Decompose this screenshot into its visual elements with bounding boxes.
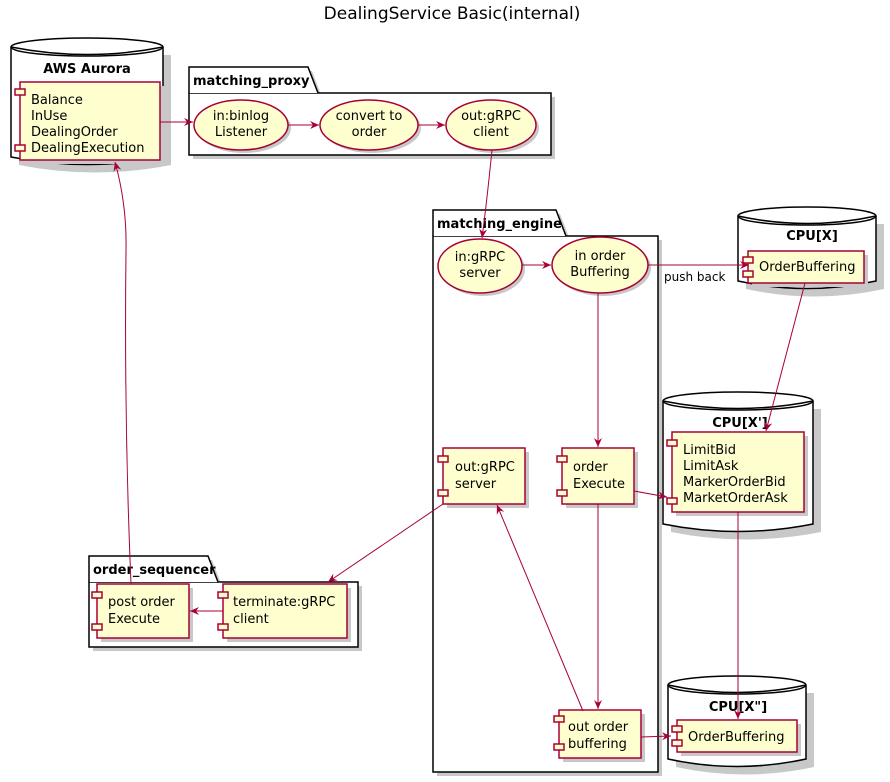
edge-out-order-buffering-to-cpu-x-double-prime: [640, 732, 672, 741]
package-matching-proxy: matching_proxy in:binlog Listener conver…: [188, 66, 555, 159]
svg-text:MarketOrderAsk: MarketOrderAsk: [683, 491, 788, 506]
svg-text:buffering: buffering: [568, 737, 627, 752]
diagram-title: DealingService Basic(internal): [324, 4, 581, 24]
svg-text:order: order: [352, 125, 387, 140]
db-aws-aurora-title: AWS Aurora: [43, 62, 131, 77]
edge-label-push-back: push back: [664, 270, 725, 284]
svg-text:in:gRPC: in:gRPC: [455, 250, 505, 265]
component-cpu-x-prime-books: LimitBid LimitAsk MarkerOrderBid MarketO…: [666, 431, 808, 516]
db-cpu-x: CPU[X] OrderBuffering: [737, 206, 884, 297]
edge-out-order-buffering-to-out-grpc-server: [496, 504, 584, 712]
edges: push back: [113, 118, 806, 741]
component-cpu-x-order-buffering: OrderBuffering: [742, 250, 868, 287]
aurora-item: DealingExecution: [31, 141, 144, 156]
svg-text:client: client: [473, 125, 509, 140]
component-order-execute: order Execute: [556, 447, 638, 508]
svg-text:terminate:gRPC: terminate:gRPC: [233, 595, 335, 610]
edge-post-order-execute-to-aurora: [113, 161, 132, 585]
package-order-sequencer-title: order_sequencer: [93, 563, 216, 578]
usecase-convert-to-order: convert to order: [319, 99, 421, 153]
svg-text:MarkerOrderBid: MarkerOrderBid: [683, 475, 786, 490]
edge-grpc-client-to-in-grpc-server: [479, 149, 493, 239]
svg-text:server: server: [459, 266, 501, 281]
edge-order-execute-to-cpu-x-prime: [633, 490, 668, 500]
package-matching-proxy-title: matching_proxy: [193, 74, 310, 89]
aurora-item: Balance: [31, 93, 83, 108]
svg-text:OrderBuffering: OrderBuffering: [759, 260, 856, 275]
svg-text:LimitAsk: LimitAsk: [683, 459, 739, 474]
db-cpu-x-prime-title: CPU[X']: [712, 416, 768, 431]
component-cpu-x-double-prime-order-buffering: OrderBuffering: [671, 719, 801, 756]
svg-text:order: order: [573, 460, 608, 475]
svg-text:LimitBid: LimitBid: [683, 443, 736, 458]
component-out-order-buffering: out order buffering: [553, 709, 645, 762]
usecase-in-order-buffering: in order Buffering: [551, 236, 651, 296]
svg-text:Listener: Listener: [215, 125, 268, 140]
svg-text:out order: out order: [568, 720, 629, 735]
component-terminate-grpc-client: terminate:gRPC client: [217, 583, 351, 642]
component-post-order-execute: post order Execute: [91, 583, 193, 642]
svg-text:convert to: convert to: [336, 109, 403, 124]
aurora-item: InUse: [31, 109, 67, 124]
package-matching-engine-title: matching_engine: [437, 217, 562, 232]
db-cpu-x-title: CPU[X]: [786, 229, 838, 244]
db-aws-aurora: AWS Aurora Balance InUse DealingOrder De…: [10, 37, 171, 173]
svg-text:server: server: [455, 477, 497, 492]
db-cpu-x-double-prime: CPU[X"] OrderBuffering: [667, 675, 814, 775]
svg-text:Buffering: Buffering: [570, 265, 630, 280]
component-out-grpc-server: out:gRPC server: [437, 447, 529, 508]
db-cpu-x-prime: CPU[X'] LimitBid LimitAsk MarkerOrderBid…: [662, 391, 821, 540]
svg-text:post order: post order: [108, 595, 176, 610]
svg-text:out:gRPC: out:gRPC: [455, 460, 515, 475]
svg-text:out:gRPC: out:gRPC: [461, 109, 521, 124]
svg-text:client: client: [233, 612, 269, 627]
svg-text:OrderBuffering: OrderBuffering: [688, 730, 785, 745]
usecase-in-grpc-server: in:gRPC server: [437, 238, 525, 296]
aurora-item: DealingOrder: [31, 125, 118, 140]
svg-text:Execute: Execute: [573, 477, 625, 492]
svg-text:in order: in order: [575, 249, 626, 264]
package-order-sequencer: order_sequencer post order Execute termi…: [88, 555, 362, 651]
edge-cpu-x-to-cpu-x-prime: [764, 282, 806, 432]
svg-text:in:binlog: in:binlog: [213, 109, 269, 124]
edge-out-grpc-server-to-terminate-client: [327, 503, 444, 583]
svg-text:Execute: Execute: [108, 612, 160, 627]
usecase-out-grpc-client: out:gRPC client: [445, 99, 539, 153]
component-aurora-tables: Balance InUse DealingOrder DealingExecut…: [14, 81, 164, 164]
package-matching-engine: matching_engine in:gRPC server in order …: [432, 209, 662, 776]
